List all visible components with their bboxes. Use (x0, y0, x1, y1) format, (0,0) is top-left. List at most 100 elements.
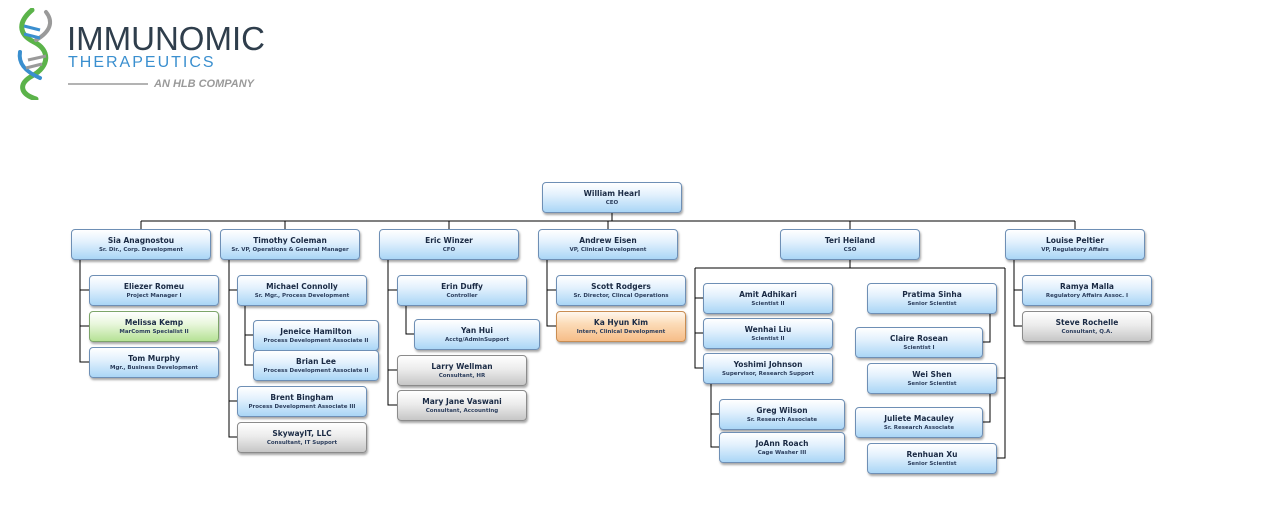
person-name: Eric Winzer (425, 235, 473, 245)
person-name: Michael Connolly (266, 281, 338, 291)
person-name: Scott Rodgers (591, 281, 651, 291)
person-title: CFO (442, 246, 456, 253)
person-name: Tom Murphy (128, 353, 180, 363)
person-name: Louise Peltier (1045, 235, 1105, 245)
person-name: Brent Bingham (270, 392, 334, 402)
person-title: Cage Washer III (757, 449, 807, 456)
person-name: Claire Rosean (890, 333, 948, 343)
person-name: Renhuan Xu (906, 449, 958, 459)
person-title: Senior Scientist (907, 460, 957, 467)
person-name: Steve Rochelle (1055, 317, 1119, 327)
person-name: Jeneice Hamilton (280, 326, 352, 336)
person-title: Sr. Director, Clincal Operations (573, 292, 669, 299)
logo-sub: THERAPEUTICS (68, 54, 216, 71)
dna-helix-icon (17, 8, 53, 100)
person-title: Process Development Associate II (263, 367, 369, 374)
company-logo: IMMUNOMIC THERAPEUTICS AN HLB COMPANY (17, 8, 265, 100)
person-name: SkywayIT, LLC (272, 428, 332, 438)
person-name: William Hearl (583, 188, 641, 198)
person-name: Mary Jane Vaswani (422, 396, 502, 406)
person-title: Consultant, HR (438, 372, 486, 379)
person-name: Pratima Sinha (902, 289, 962, 299)
person-name: Yan Hui (461, 325, 493, 335)
person-title: Process Development Associate II (263, 337, 369, 344)
person-name: Wei Shen (912, 369, 952, 379)
person-name: Melissa Kemp (124, 317, 184, 327)
person-title: Scientist II (751, 300, 785, 307)
person-name: Larry Wellman (431, 361, 493, 371)
person-title: Sr. Mgr., Process Development (254, 292, 350, 299)
person-name: Yoshimi Johnson (733, 359, 803, 369)
person-title: Scientist I (903, 344, 935, 351)
person-name: Erin Duffy (441, 281, 483, 291)
person-title: Intern, Clinical Development (576, 328, 666, 335)
person-title: Project Manager I (126, 292, 182, 299)
person-title: Sr. Dir., Corp. Development (98, 246, 184, 253)
person-title: CSO (843, 246, 857, 253)
person-title: Regulatory Affairs Assoc. I (1045, 292, 1129, 299)
person-name: Teri Heiland (824, 235, 876, 245)
person-title: Sr. Research Associate (746, 416, 818, 423)
person-title: Scientist II (751, 335, 785, 342)
person-title: VP, Regulatory Affairs (1041, 246, 1109, 253)
person-name: Amit Adhikari (739, 289, 797, 299)
person-name: Juliete Macauley (884, 413, 954, 423)
person-title: Sr. VP, Operations & General Manager (231, 246, 349, 253)
person-title: VP, Clinical Development (569, 246, 647, 253)
person-title: Consultant, Accounting (425, 407, 499, 414)
person-name: Sia Anagnostou (107, 235, 175, 245)
person-name: Greg Wilson (756, 405, 808, 415)
person-title: Mgr., Business Development (109, 364, 199, 371)
person-name: Ka Hyun Kim (593, 317, 649, 327)
person-title: Senior Scientist (907, 380, 957, 387)
person-title: Supervisor, Research Support (721, 370, 815, 377)
person-title: Consultant, Q.A. (1061, 328, 1113, 335)
person-name: Timothy Coleman (253, 235, 327, 245)
logo-tagline: AN HLB COMPANY (153, 78, 256, 90)
logo-name: IMMUNOMIC (67, 20, 265, 57)
person-title: Controller (446, 292, 478, 299)
person-title: Consultant, IT Support (266, 439, 338, 446)
person-name: JoAnn Roach (755, 438, 809, 448)
person-title: CEO (605, 199, 619, 206)
person-name: Wenhai Liu (744, 324, 792, 334)
person-title: Process Development Associate III (248, 403, 356, 410)
person-name: Ramya Malla (1060, 281, 1114, 291)
person-title: Acctg/AdminSupport (445, 336, 509, 343)
person-name: Eliezer Romeu (123, 281, 185, 291)
person-title: MarComm Specialist II (119, 328, 189, 335)
